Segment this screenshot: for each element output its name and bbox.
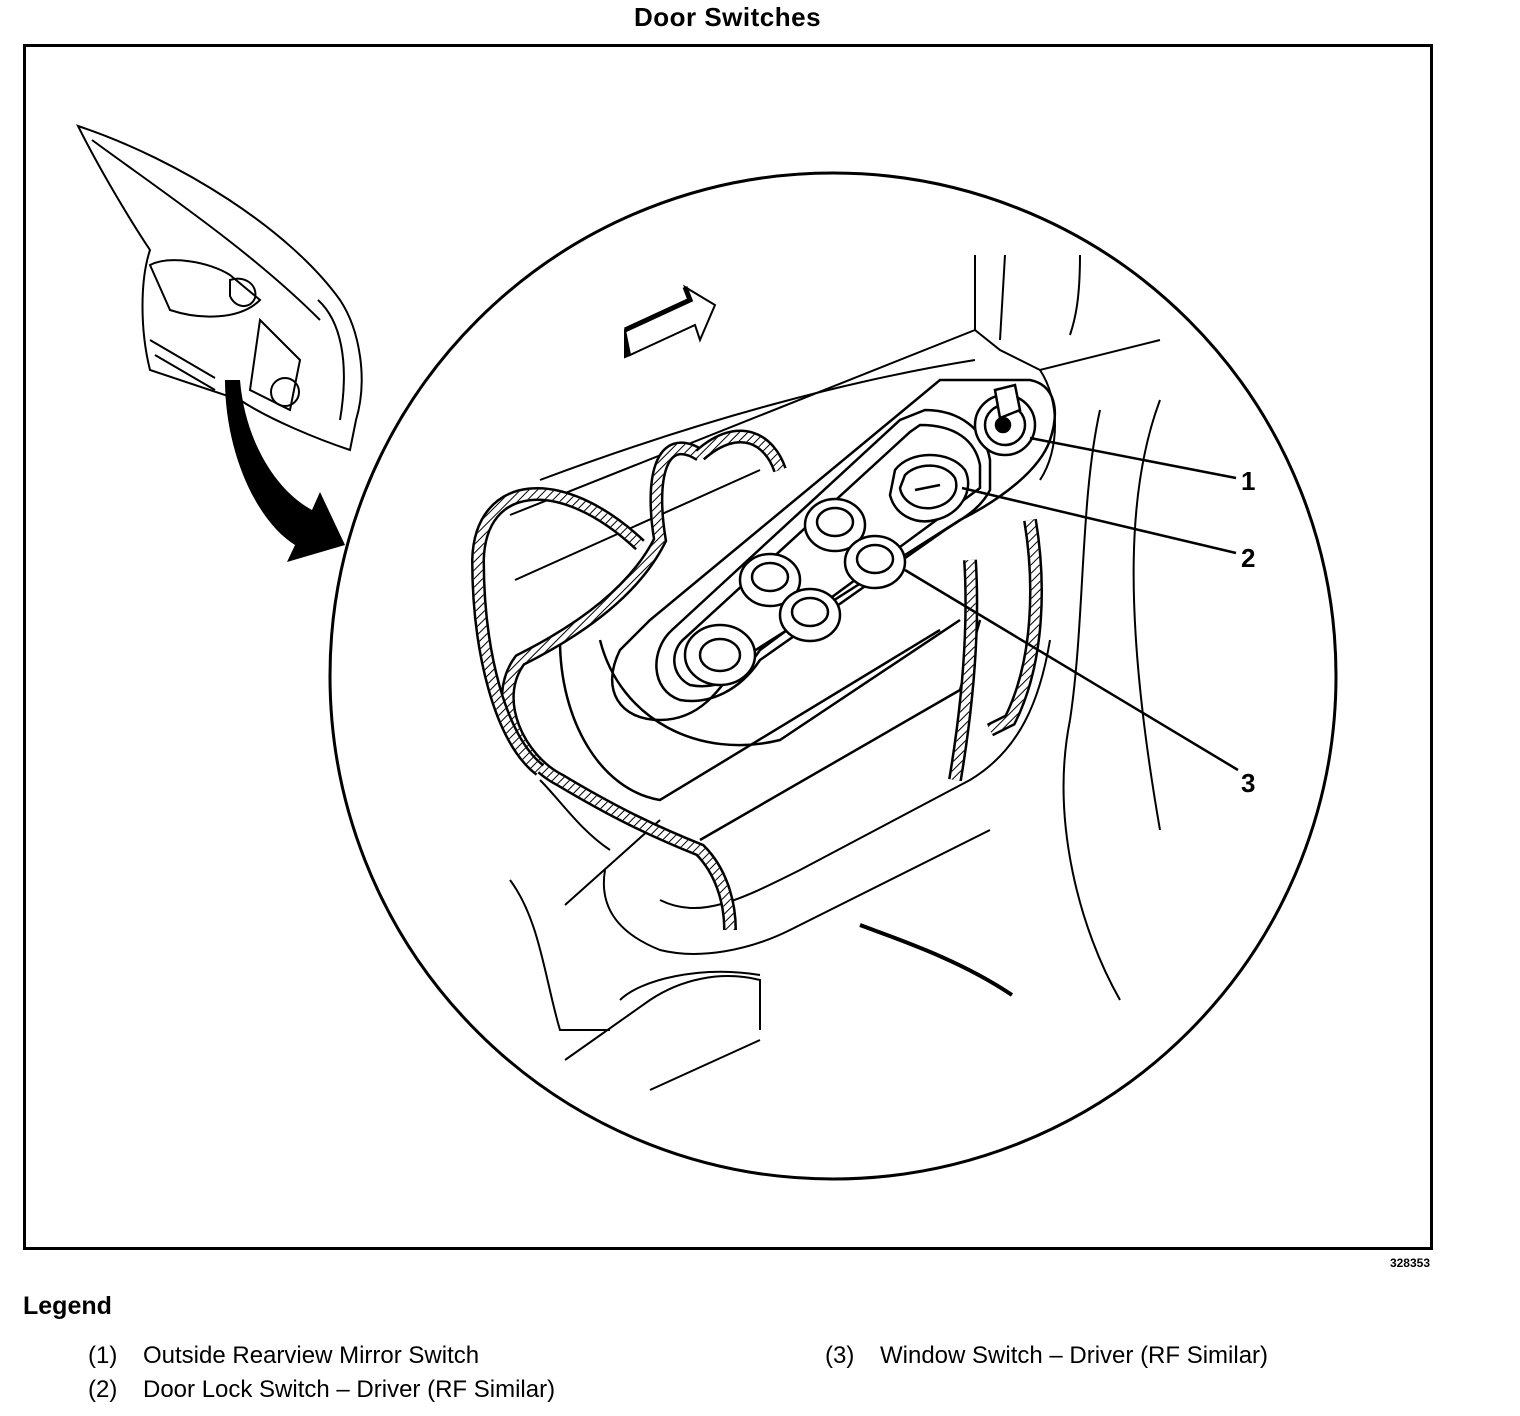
window-switch-driver (778, 587, 842, 643)
leader-line-3 (904, 568, 1239, 772)
illustration-frame (23, 44, 1433, 1250)
window-switch-rf (803, 497, 867, 553)
window-switch-lr (843, 534, 907, 590)
callout-1: 1 (1241, 466, 1255, 496)
diagram-title: Door Switches (633, 2, 822, 32)
door-panel-lines (509, 254, 1161, 1091)
legend-heading: Legend (23, 1292, 112, 1320)
window-lockout-switch (683, 623, 757, 687)
window-switch-rr (738, 552, 802, 608)
wiring-harness (470, 429, 1043, 931)
legend-item-number: (1) (88, 1342, 118, 1369)
door-lock-switch (888, 453, 970, 523)
door-overview (76, 124, 363, 452)
window-switches (683, 497, 907, 687)
forward-arrow-icon (623, 284, 717, 359)
legend-item-number: (3) (825, 1342, 855, 1369)
mirror-switch-knob (973, 383, 1037, 457)
zoom-circle (328, 171, 1338, 1181)
zoom-arrow-icon (225, 380, 345, 562)
legend-item-text: Door Lock Switch – Driver (RF Similar) (143, 1376, 556, 1403)
callout-leaders (904, 436, 1239, 772)
callout-3: 3 (1241, 768, 1255, 798)
legend-item-number: (2) (88, 1376, 118, 1403)
callout-2: 2 (1241, 543, 1255, 573)
legend-item-text: Window Switch – Driver (RF Similar) (880, 1342, 1269, 1369)
figure-id: 328353 (1389, 1256, 1430, 1270)
legend-item-text: Outside Rearview Mirror Switch (143, 1342, 480, 1369)
legend-item-door-lock-switch: (2) Door Lock Switch – Driver (RF Similar… (88, 1376, 555, 1404)
leader-line-2 (961, 486, 1237, 555)
leader-line-1 (1029, 436, 1237, 480)
legend-item-window-switch: (3) Window Switch – Driver (RF Similar) (825, 1342, 1268, 1370)
legend-item-mirror-switch: (1) Outside Rearview Mirror Switch (88, 1342, 479, 1370)
